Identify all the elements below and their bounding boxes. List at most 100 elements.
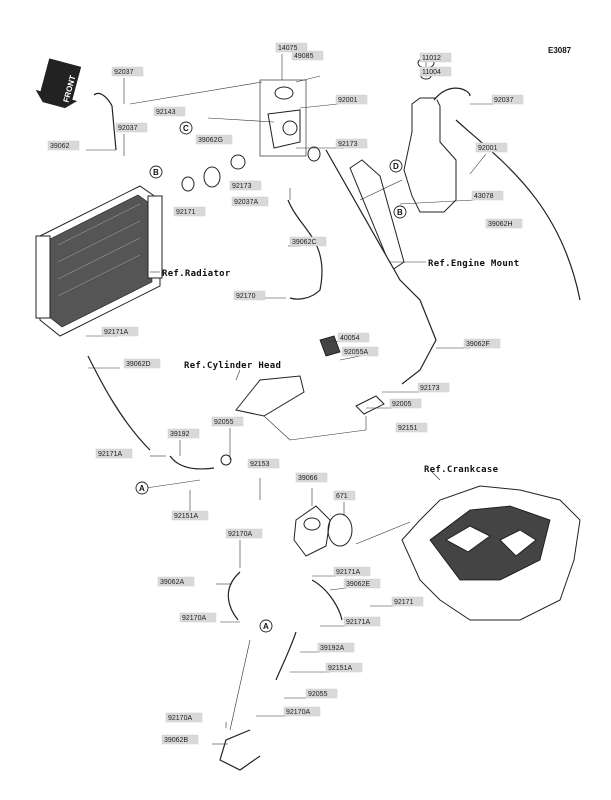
part-code-box: [179, 612, 217, 623]
part-code-text: 92055: [308, 691, 328, 698]
part-code-text: 92171A: [104, 329, 128, 336]
part-code-box: [167, 428, 200, 439]
part-code-box: [47, 140, 80, 151]
part-code-text: 671: [336, 493, 348, 500]
part-code-text: 92055A: [344, 349, 368, 356]
part-code-box: [173, 206, 206, 217]
part-code-text: 92151A: [328, 665, 352, 672]
part-code-box: [325, 662, 363, 673]
svg-text:B: B: [153, 168, 159, 177]
part-code-text: 92001: [478, 145, 498, 152]
part-code-text: 92170A: [286, 709, 310, 716]
part-code-92171a: 92171A: [333, 566, 371, 577]
part-code-text: 39062: [50, 143, 70, 150]
callout-b-upper: B: [149, 165, 163, 179]
part-code-box: [231, 196, 269, 207]
part-code-text: 40054: [340, 335, 360, 342]
part-code-box: [275, 42, 308, 53]
part-code-box: [335, 138, 368, 149]
part-code-text: 92171A: [346, 619, 370, 626]
part-code-92170a: 92170A: [283, 706, 321, 717]
part-code-39062e: 39062E: [343, 578, 381, 589]
part-code-box: [485, 218, 523, 229]
part-code-box: [115, 122, 148, 133]
part-code-39192a: 39192A: [317, 642, 355, 653]
part-code-box: [101, 326, 139, 337]
part-code-text: 39062B: [164, 737, 188, 744]
part-code-text: 39062D: [126, 361, 151, 368]
crankcase: [401, 485, 581, 621]
svg-text:A: A: [139, 484, 145, 493]
part-code-box: [95, 448, 133, 459]
part-code-92055a: 92055A: [341, 346, 379, 357]
part-code-92171a: 92171A: [343, 616, 381, 627]
part-code-39062a: 39062A: [157, 576, 195, 587]
part-code-92037a: 92037A: [231, 196, 269, 207]
part-code-92055: 92055: [305, 688, 338, 699]
part-code-text: 92005: [392, 401, 412, 408]
part-code-box: [195, 134, 233, 145]
part-code-text: 92170A: [168, 715, 192, 722]
water-temp-sensor: [319, 335, 341, 357]
part-code-92055: 92055: [211, 416, 244, 427]
part-code-text: 39062H: [488, 221, 513, 228]
callout-a-left: A: [135, 481, 149, 495]
front-arrow-icon: FRONT: [35, 58, 82, 109]
part-code-box: [419, 66, 452, 77]
part-code-text: 39192A: [320, 645, 344, 652]
part-code-box: [343, 578, 381, 589]
o-ring: [327, 513, 353, 547]
part-code-text: 39062A: [160, 579, 184, 586]
part-code-92005: 92005: [389, 398, 422, 409]
part-code-39062d: 39062D: [123, 358, 161, 369]
part-code-box: [475, 142, 508, 153]
part-code-box: [161, 734, 199, 745]
part-code-text: 92151: [398, 425, 418, 432]
part-code-92143: 92143: [153, 106, 186, 117]
part-code-11012: 11012: [419, 52, 452, 63]
part-code-92151a: 92151A: [171, 510, 209, 521]
part-code-39062f: 39062F: [463, 338, 501, 349]
part-code-92001: 92001: [335, 94, 368, 105]
part-code-box: [389, 398, 422, 409]
part-code-box: [283, 706, 321, 717]
part-code-92151: 92151: [395, 422, 428, 433]
part-code-box: [463, 338, 501, 349]
part-code-text: 92171: [394, 599, 414, 606]
part-code-92170a: 92170A: [225, 528, 263, 539]
part-code-92153: 92153: [247, 458, 280, 469]
part-code-text: 14075: [278, 45, 298, 52]
part-code-box: [337, 332, 370, 343]
part-code-text: 92170A: [182, 615, 206, 622]
part-code-box: [333, 566, 371, 577]
part-code-92037: 92037: [111, 66, 144, 77]
part-code-text: 92153: [250, 461, 270, 468]
part-code-39192: 39192: [167, 428, 200, 439]
part-code-box: [471, 190, 504, 201]
part-code-92170a: 92170A: [165, 712, 203, 723]
part-code-text: 39062G: [198, 137, 223, 144]
part-code-box: [343, 616, 381, 627]
part-code-text: 49085: [294, 53, 314, 60]
part-code-92170a: 92170A: [179, 612, 217, 623]
part-code-text: 43078: [474, 193, 494, 200]
part-code-92173: 92173: [335, 138, 368, 149]
part-code-box: [229, 180, 262, 191]
part-code-text: 39062F: [466, 341, 490, 348]
part-code-92037: 92037: [491, 94, 524, 105]
part-code-box: [247, 458, 280, 469]
callout-c-upper: C: [179, 121, 193, 135]
part-code-text: 92170A: [228, 531, 252, 538]
part-code-text: 92171: [176, 209, 196, 216]
part-code-40054: 40054: [337, 332, 370, 343]
part-code-text: 92173: [338, 141, 358, 148]
part-code-92001: 92001: [475, 142, 508, 153]
part-code-text: 92151A: [174, 513, 198, 520]
hoses-lower: [87, 355, 343, 771]
part-code-92171: 92171: [391, 596, 424, 607]
part-code-39062c: 39062C: [289, 236, 327, 247]
svg-text:D: D: [393, 162, 399, 171]
part-code-14075: 14075: [275, 42, 308, 53]
hoses-upper: [93, 92, 581, 385]
part-code-92151a: 92151A: [325, 662, 363, 673]
